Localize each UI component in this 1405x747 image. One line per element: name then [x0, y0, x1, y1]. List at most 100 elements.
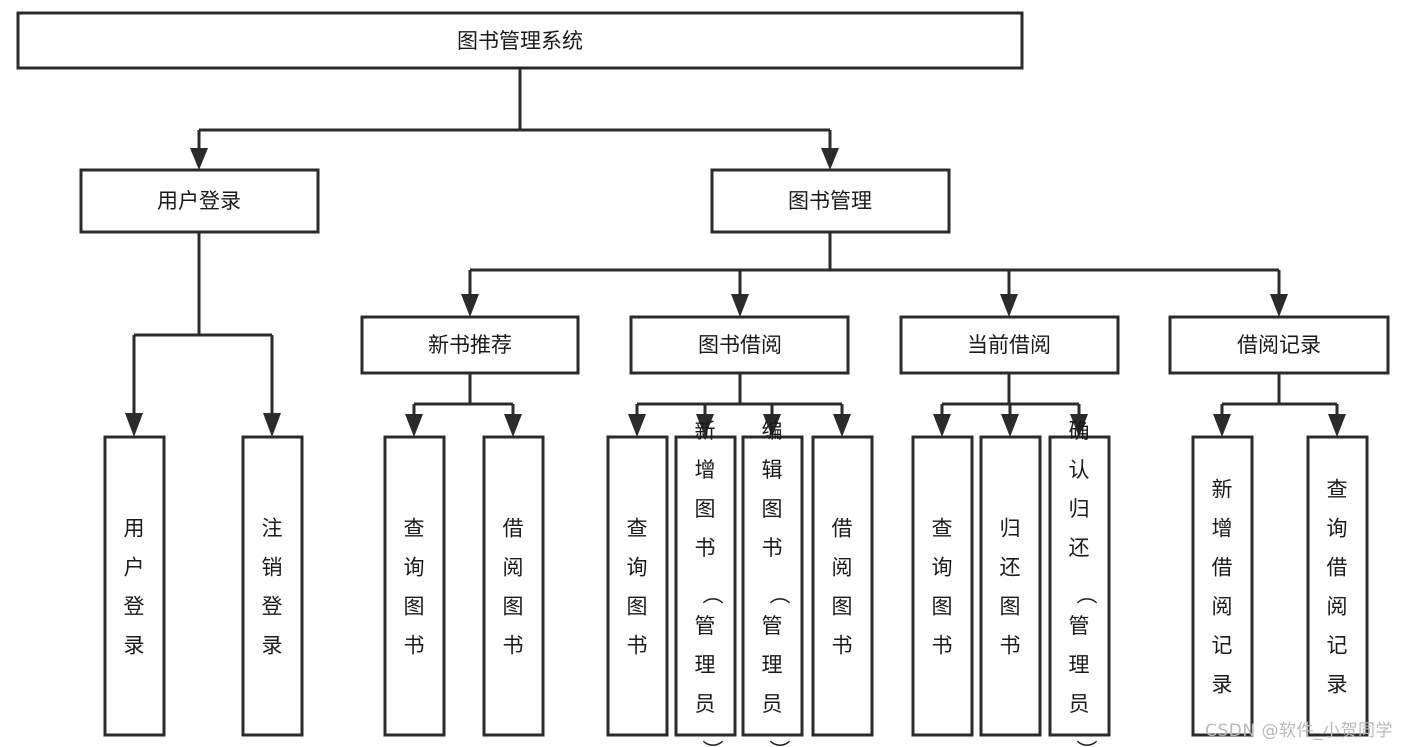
- node-book-borrow[interactable]: 图书借阅: [629, 315, 850, 375]
- leaf-record-0-box[interactable]: [1191, 435, 1254, 737]
- svg-text:）: ）: [700, 740, 724, 747]
- svg-text:录: 录: [1212, 673, 1233, 697]
- svg-text:书: 书: [1000, 634, 1021, 658]
- svg-text:书: 书: [695, 536, 716, 560]
- svg-text:编: 编: [762, 419, 783, 443]
- svg-text:）: ）: [1074, 740, 1098, 747]
- svg-text:记: 记: [1327, 634, 1348, 658]
- arrow-user-login-to-leaf-1: [263, 413, 281, 437]
- node-book-management-box[interactable]: [710, 168, 951, 234]
- node-user-login-label: 用户登录: [157, 189, 241, 213]
- svg-text:询: 询: [1327, 517, 1348, 541]
- node-user-login-box[interactable]: [79, 168, 320, 234]
- leaf-current-2-box[interactable]: [1048, 435, 1111, 737]
- svg-text:还: 还: [1000, 556, 1021, 580]
- svg-text:）: ）: [767, 740, 791, 747]
- svg-text:图: 图: [832, 595, 853, 619]
- node-new-book-recommend-box[interactable]: [360, 315, 580, 375]
- node-borrow-record-label: 借阅记录: [1237, 333, 1321, 357]
- node-borrow-record-box[interactable]: [1168, 315, 1390, 375]
- svg-text:（: （: [767, 584, 791, 605]
- svg-text:增: 增: [695, 458, 716, 482]
- node-current-borrow-box[interactable]: [899, 315, 1120, 375]
- svg-text:书: 书: [627, 634, 648, 658]
- svg-text:（: （: [700, 584, 724, 605]
- svg-text:图: 图: [1000, 595, 1021, 619]
- node-root[interactable]: 图书管理系统: [16, 11, 1024, 70]
- svg-text:图: 图: [932, 595, 953, 619]
- svg-text:录: 录: [1327, 673, 1348, 697]
- svg-text:询: 询: [932, 556, 953, 580]
- node-borrow-record[interactable]: 借阅记录: [1168, 315, 1390, 375]
- leaf-borrow-2-box[interactable]: [741, 435, 804, 737]
- arrow-current-to-leaf-2: [1070, 414, 1088, 437]
- svg-text:员: 员: [1069, 692, 1090, 716]
- node-book-borrow-box[interactable]: [629, 315, 850, 375]
- svg-text:借: 借: [832, 517, 853, 541]
- node-current-borrow[interactable]: 当前借阅: [899, 315, 1120, 375]
- leaf-user-login-0[interactable]: 用户登录: [103, 435, 166, 737]
- arrow-current-to-leaf-0: [933, 414, 951, 437]
- leaf-borrow-1-box[interactable]: [674, 435, 737, 737]
- svg-text:辑: 辑: [762, 458, 783, 482]
- arrow-current-to-leaf-1: [1001, 414, 1019, 437]
- leaf-user-login-0-box[interactable]: [103, 435, 166, 737]
- arrow-book-mgmt-to-l3-0: [461, 294, 479, 317]
- svg-text:销: 销: [262, 556, 283, 580]
- svg-text:理: 理: [762, 653, 783, 677]
- leaf-record-1-box[interactable]: [1306, 435, 1369, 737]
- svg-text:管: 管: [762, 614, 783, 638]
- leaf-recommend-1-box[interactable]: [482, 435, 545, 737]
- leaf-current-1-box[interactable]: [979, 435, 1042, 737]
- svg-text:阅: 阅: [832, 556, 853, 580]
- node-new-book-recommend-label: 新书推荐: [428, 333, 512, 357]
- node-book-borrow-label: 图书借阅: [698, 333, 782, 357]
- svg-text:用: 用: [124, 517, 145, 541]
- svg-text:登: 登: [262, 595, 283, 619]
- csdn-watermark: CSDN @软件_小贺同学: [1205, 721, 1393, 741]
- svg-text:管: 管: [1069, 614, 1090, 638]
- node-new-book-recommend[interactable]: 新书推荐: [360, 315, 580, 375]
- arrow-book-mgmt-to-l3-1: [731, 294, 749, 317]
- svg-text:借: 借: [1212, 556, 1233, 580]
- node-user-login[interactable]: 用户登录: [79, 168, 320, 234]
- leaf-borrow-3-box[interactable]: [811, 435, 874, 737]
- svg-text:归: 归: [1000, 517, 1021, 541]
- svg-text:理: 理: [695, 653, 716, 677]
- node-book-management[interactable]: 图书管理: [710, 168, 951, 234]
- svg-text:询: 询: [627, 556, 648, 580]
- arrow-borrow-to-leaf-3: [833, 414, 851, 437]
- node-root-box[interactable]: [16, 11, 1024, 70]
- svg-text:还: 还: [1069, 536, 1090, 560]
- leaf-recommend-0-box[interactable]: [383, 435, 446, 737]
- svg-text:录: 录: [124, 634, 145, 658]
- svg-text:查: 查: [932, 517, 953, 541]
- leaf-borrow-0-box[interactable]: [606, 435, 669, 737]
- arrow-recommend-to-leaf-0: [405, 414, 423, 437]
- svg-text:图: 图: [503, 595, 524, 619]
- arrow-record-to-leaf-0: [1213, 414, 1231, 437]
- svg-text:书: 书: [503, 634, 524, 658]
- svg-text:新: 新: [695, 419, 716, 443]
- leaf-current-0-box[interactable]: [911, 435, 974, 737]
- svg-text:书: 书: [832, 634, 853, 658]
- svg-text:阅: 阅: [1212, 595, 1233, 619]
- leaf-user-login-1-box[interactable]: [241, 435, 304, 737]
